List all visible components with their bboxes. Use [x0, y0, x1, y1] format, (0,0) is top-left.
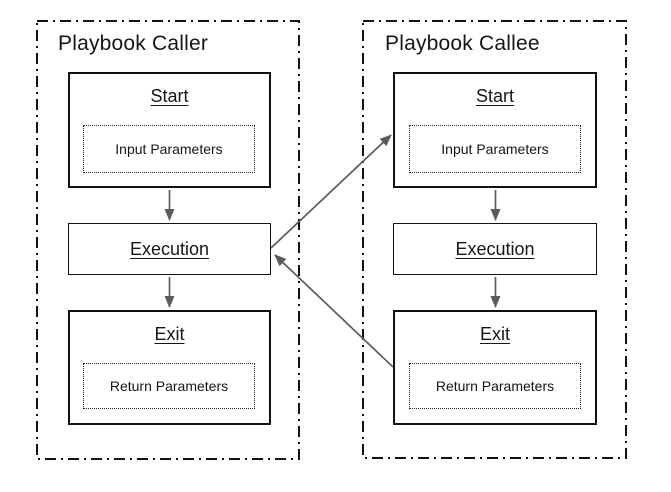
caller-return-parameters-label: Return Parameters [109, 378, 229, 394]
edge-return-callee-exit-to-caller-execution [274, 254, 394, 368]
caller-lane-title: Playbook Caller [58, 32, 209, 55]
caller-execution-node: Execution [68, 223, 271, 275]
callee-return-parameters-label: Return Parameters [435, 378, 555, 394]
caller-exit-label: Exit [154, 324, 185, 344]
edge-call-caller-execution-to-callee-start [270, 134, 392, 249]
caller-lane-boundary [36, 20, 300, 460]
caller-start-label: Start [150, 86, 189, 106]
callee-exit-node: Exit Return Parameters [393, 310, 597, 425]
caller-start-node: Start Input Parameters [68, 72, 271, 188]
caller-execution-label: Execution [129, 238, 210, 259]
callee-start-label: Start [475, 86, 514, 106]
callee-return-parameters-box: Return Parameters [409, 363, 581, 409]
callee-execution-node: Execution [393, 223, 597, 275]
callee-lane-boundary [362, 20, 627, 459]
callee-lane-title: Playbook Callee [385, 32, 540, 55]
caller-exit-node: Exit Return Parameters [68, 310, 271, 425]
caller-return-parameters-box: Return Parameters [83, 363, 255, 409]
callee-input-parameters-box: Input Parameters [409, 125, 581, 173]
caller-input-parameters-box: Input Parameters [83, 125, 255, 173]
callee-execution-label: Execution [455, 238, 535, 259]
caller-input-parameters-label: Input Parameters [115, 141, 223, 157]
callee-start-node: Start Input Parameters [393, 72, 597, 188]
callee-exit-label: Exit [479, 324, 510, 344]
callee-input-parameters-label: Input Parameters [441, 141, 549, 157]
